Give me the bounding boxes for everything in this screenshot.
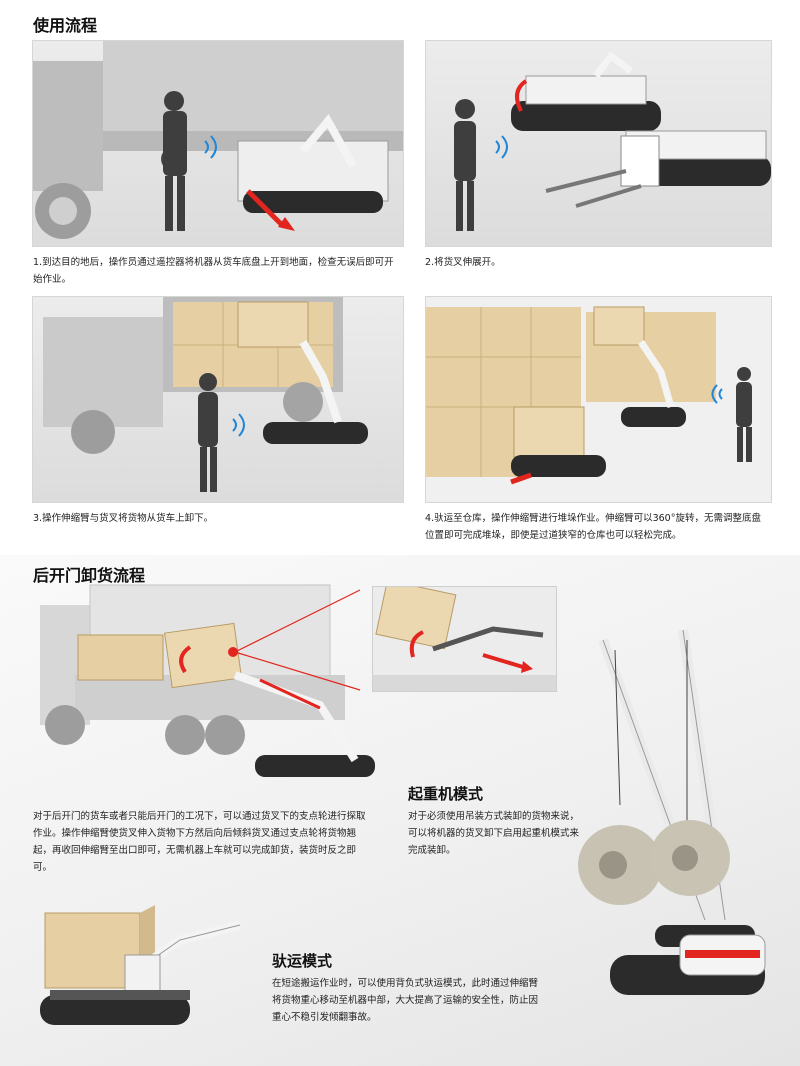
rear-door-description: 对于后开门的货车或者只能后开门的工况下，可以通过货叉下的支点轮进行探取作业。操作… — [33, 811, 366, 873]
crane-mode-title: 起重机模式 — [408, 785, 484, 803]
caption-step-2: 2.将货叉伸展开。 — [425, 257, 501, 268]
illustration-panel-2 — [425, 40, 772, 247]
illustration-panel-4 — [425, 296, 772, 503]
caption-step-4: 4.驮运至仓库，操作伸缩臂进行堆垛作业。伸缩臂可以360°旋转，无需调整底盘位置… — [425, 513, 761, 541]
illustration-panel-1 — [32, 40, 404, 247]
caption-step-3: 3.操作伸缩臂与货叉将货物从货车上卸下。 — [33, 513, 214, 524]
section-title-rear-door-unloading: 后开门卸货流程 — [33, 566, 146, 585]
zoom-detail-panel — [372, 586, 557, 692]
carry-mode-description: 在短途搬运作业时，可以使用背负式驮运模式，此时通过伸缩臂将货物重心移动至机器中部… — [272, 978, 539, 1023]
rear-door-truck-illustration — [20, 580, 380, 785]
carry-mode-title: 驮运模式 — [272, 952, 333, 970]
caption-step-1: 1.到达目的地后，操作员通过遥控器将机器从货车底盘上开到地面，检查无误后即可开始… — [33, 257, 394, 285]
illustration-panel-3 — [32, 296, 404, 503]
section-title-usage-flow: 使用流程 — [33, 16, 98, 35]
crane-mode-illustration — [575, 620, 790, 1020]
crane-mode-description: 对于必须使用吊装方式装卸的货物来说，可以将机器的货叉卸下启用起重机模式来完成装卸… — [408, 811, 580, 856]
carry-mode-illustration — [30, 895, 260, 1035]
